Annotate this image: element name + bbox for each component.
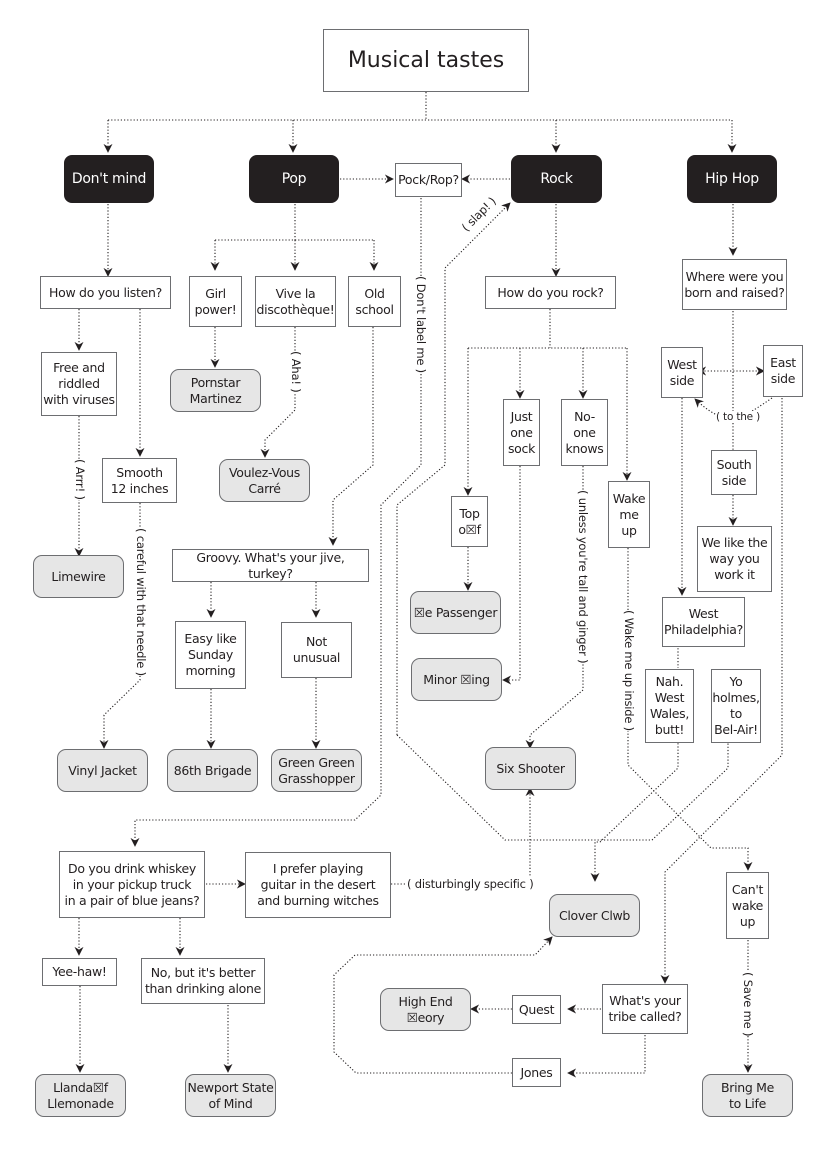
category-hiphop: Hip Hop: [687, 155, 777, 203]
edge-label-save-me: ( Save me ): [741, 972, 755, 1037]
answer-limewire: Limewire: [33, 555, 124, 598]
edge-old-groovy: [328, 327, 374, 546]
edge-label-careful: ( careful with that needle ): [134, 528, 148, 676]
answer-bring-me: Bring Me to Life: [702, 1074, 793, 1117]
category-pop: Pop: [249, 155, 339, 203]
node-west-side: West side: [661, 347, 703, 398]
node-south-side: South side: [711, 450, 757, 495]
node-not-unusual: Not unusual: [281, 622, 352, 678]
answer-pornstar: Pornstar Martinez: [170, 369, 261, 412]
node-jones: Jones: [512, 1058, 561, 1087]
edge-label-arrr: ( Arrr! ): [73, 459, 87, 500]
node-wake-me-up: Wake me up: [608, 481, 650, 548]
answer-newport: Newport State of Mind: [185, 1074, 276, 1117]
answer-grasshopper: Green Green Grasshopper: [271, 749, 362, 792]
node-how-rock: How do you rock?: [485, 276, 616, 309]
answer-passenger: ☒e Passenger: [410, 591, 501, 634]
answer-voulez: Voulez-Vous Carré: [219, 459, 310, 502]
node-just-one-sock: Just one sock: [503, 399, 540, 466]
node-free-viruses: Free and riddled with viruses: [41, 352, 117, 416]
node-girl-power: Girl power!: [189, 276, 242, 327]
node-whiskey: Do you drink whiskey in your pickup truc…: [59, 851, 205, 918]
node-west-philly: West Philadelphia?: [662, 597, 745, 647]
answer-brigade: 86th Brigade: [167, 749, 258, 792]
node-vive: Vive la discothèque!: [255, 276, 336, 327]
answer-high-end: High End ☒eory: [380, 988, 471, 1031]
edge-label-aha: ( Aha! ): [289, 351, 303, 393]
node-how-listen: How do you listen?: [40, 276, 171, 309]
edge-nah-clover: [590, 740, 679, 882]
edge-label-wake-inside: ( Wake me up inside ): [622, 610, 636, 731]
answer-llandaff: Llanda☒f Llemonade: [35, 1074, 126, 1117]
category-rock: Rock: [511, 155, 602, 203]
node-no-one-knows: No- one knows: [561, 399, 608, 466]
node-nah-wales: Nah. West Wales, butt!: [645, 669, 694, 743]
node-east-side: East side: [763, 345, 803, 397]
edge-label-disturbingly: ( disturbingly specific ): [407, 877, 534, 891]
edge-label-unless: ( unless you're tall and ginger ): [576, 490, 590, 664]
node-tribe: What's your tribe called?: [602, 984, 688, 1034]
node-smooth: Smooth 12 inches: [102, 458, 177, 503]
node-pock-rop: Pock/Rop?: [395, 163, 462, 197]
edge-label-dont-label: ( Don't label me ): [414, 276, 428, 373]
node-old-school: Old school: [348, 276, 401, 327]
node-no-better: No, but it's better than drinking alone: [141, 958, 265, 1004]
edge-tribe-jones: [567, 1035, 646, 1078]
answer-vinyl: Vinyl Jacket: [57, 749, 148, 792]
node-top-off: Top o☒f: [451, 496, 488, 547]
edge-sock-minor: [502, 466, 521, 685]
node-prefer-guitar: I prefer playing guitar in the desert an…: [245, 852, 391, 918]
node-quest: Quest: [512, 995, 561, 1024]
category-dont-mind: Don't mind: [64, 155, 154, 203]
node-we-like: We like the way you work it: [697, 526, 772, 592]
answer-minor: Minor ☒ing: [411, 658, 502, 701]
node-groovy: Groovy. What's your jive, turkey?: [172, 549, 369, 582]
edge-jones-clover: [333, 936, 553, 1074]
chart-title: Musical tastes: [323, 29, 529, 92]
node-where-born: Where were you born and raised?: [682, 259, 787, 310]
edge-label-to-the: ( to the ): [716, 411, 760, 423]
node-cant-wake: Can't wake up: [726, 872, 769, 939]
answer-clover: Clover Clwb: [549, 894, 640, 937]
answer-six-shooter: Six Shooter: [485, 747, 576, 790]
node-yo-holmes: Yo holmes, to Bel-Air!: [711, 669, 761, 743]
node-yee-haw: Yee-haw!: [42, 958, 117, 986]
node-easy: Easy like Sunday morning: [175, 621, 246, 689]
edge-smooth-vinyl: [99, 503, 141, 749]
